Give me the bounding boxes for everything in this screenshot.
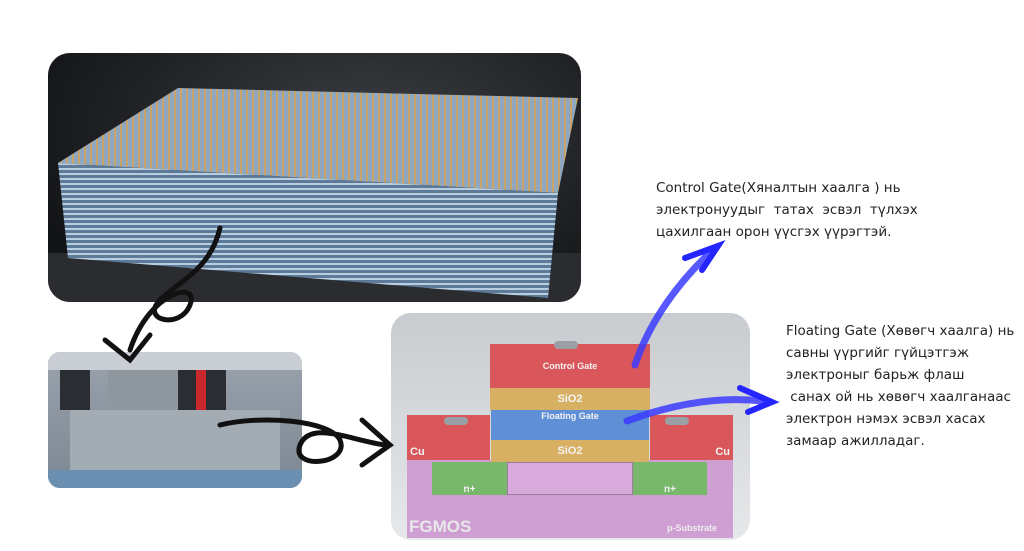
cu-right: Cu (650, 415, 733, 460)
blue-arrowhead-control-gate (682, 240, 726, 273)
n-plus-right: n+ (633, 462, 707, 495)
fgmos-title: FGMOS (409, 517, 472, 536)
blue-arrow-control-gate (631, 244, 719, 369)
blue-arrowhead-floating-gate (737, 385, 780, 415)
floating-gate: Floating Gate (491, 410, 649, 440)
fgmos-diagram: n+ n+ Cu Cu SiO2 Floating Gate SiO2 Cont… (391, 313, 750, 540)
control-gate: Control Gate (490, 344, 650, 388)
black-arrowhead-right (359, 417, 394, 468)
sio2-bottom: SiO2 (491, 440, 649, 462)
black-swirl-arrow-right (217, 417, 388, 464)
contact-top (554, 341, 578, 349)
nand-stack-drawing (48, 88, 581, 302)
contact-left (444, 417, 468, 425)
n-plus-left: n+ (432, 462, 507, 495)
channel-region (507, 462, 633, 495)
black-arrowhead-down (102, 332, 153, 364)
sio2-top: SiO2 (490, 388, 650, 410)
blue-arrow-floating-gate (623, 396, 774, 425)
black-swirl-arrow-down (127, 225, 223, 353)
contact-right (665, 417, 689, 425)
3d-nand-stack-image (48, 53, 581, 302)
substrate-label: p-Substrate (667, 523, 718, 533)
cell-cross-section-image (48, 352, 302, 488)
